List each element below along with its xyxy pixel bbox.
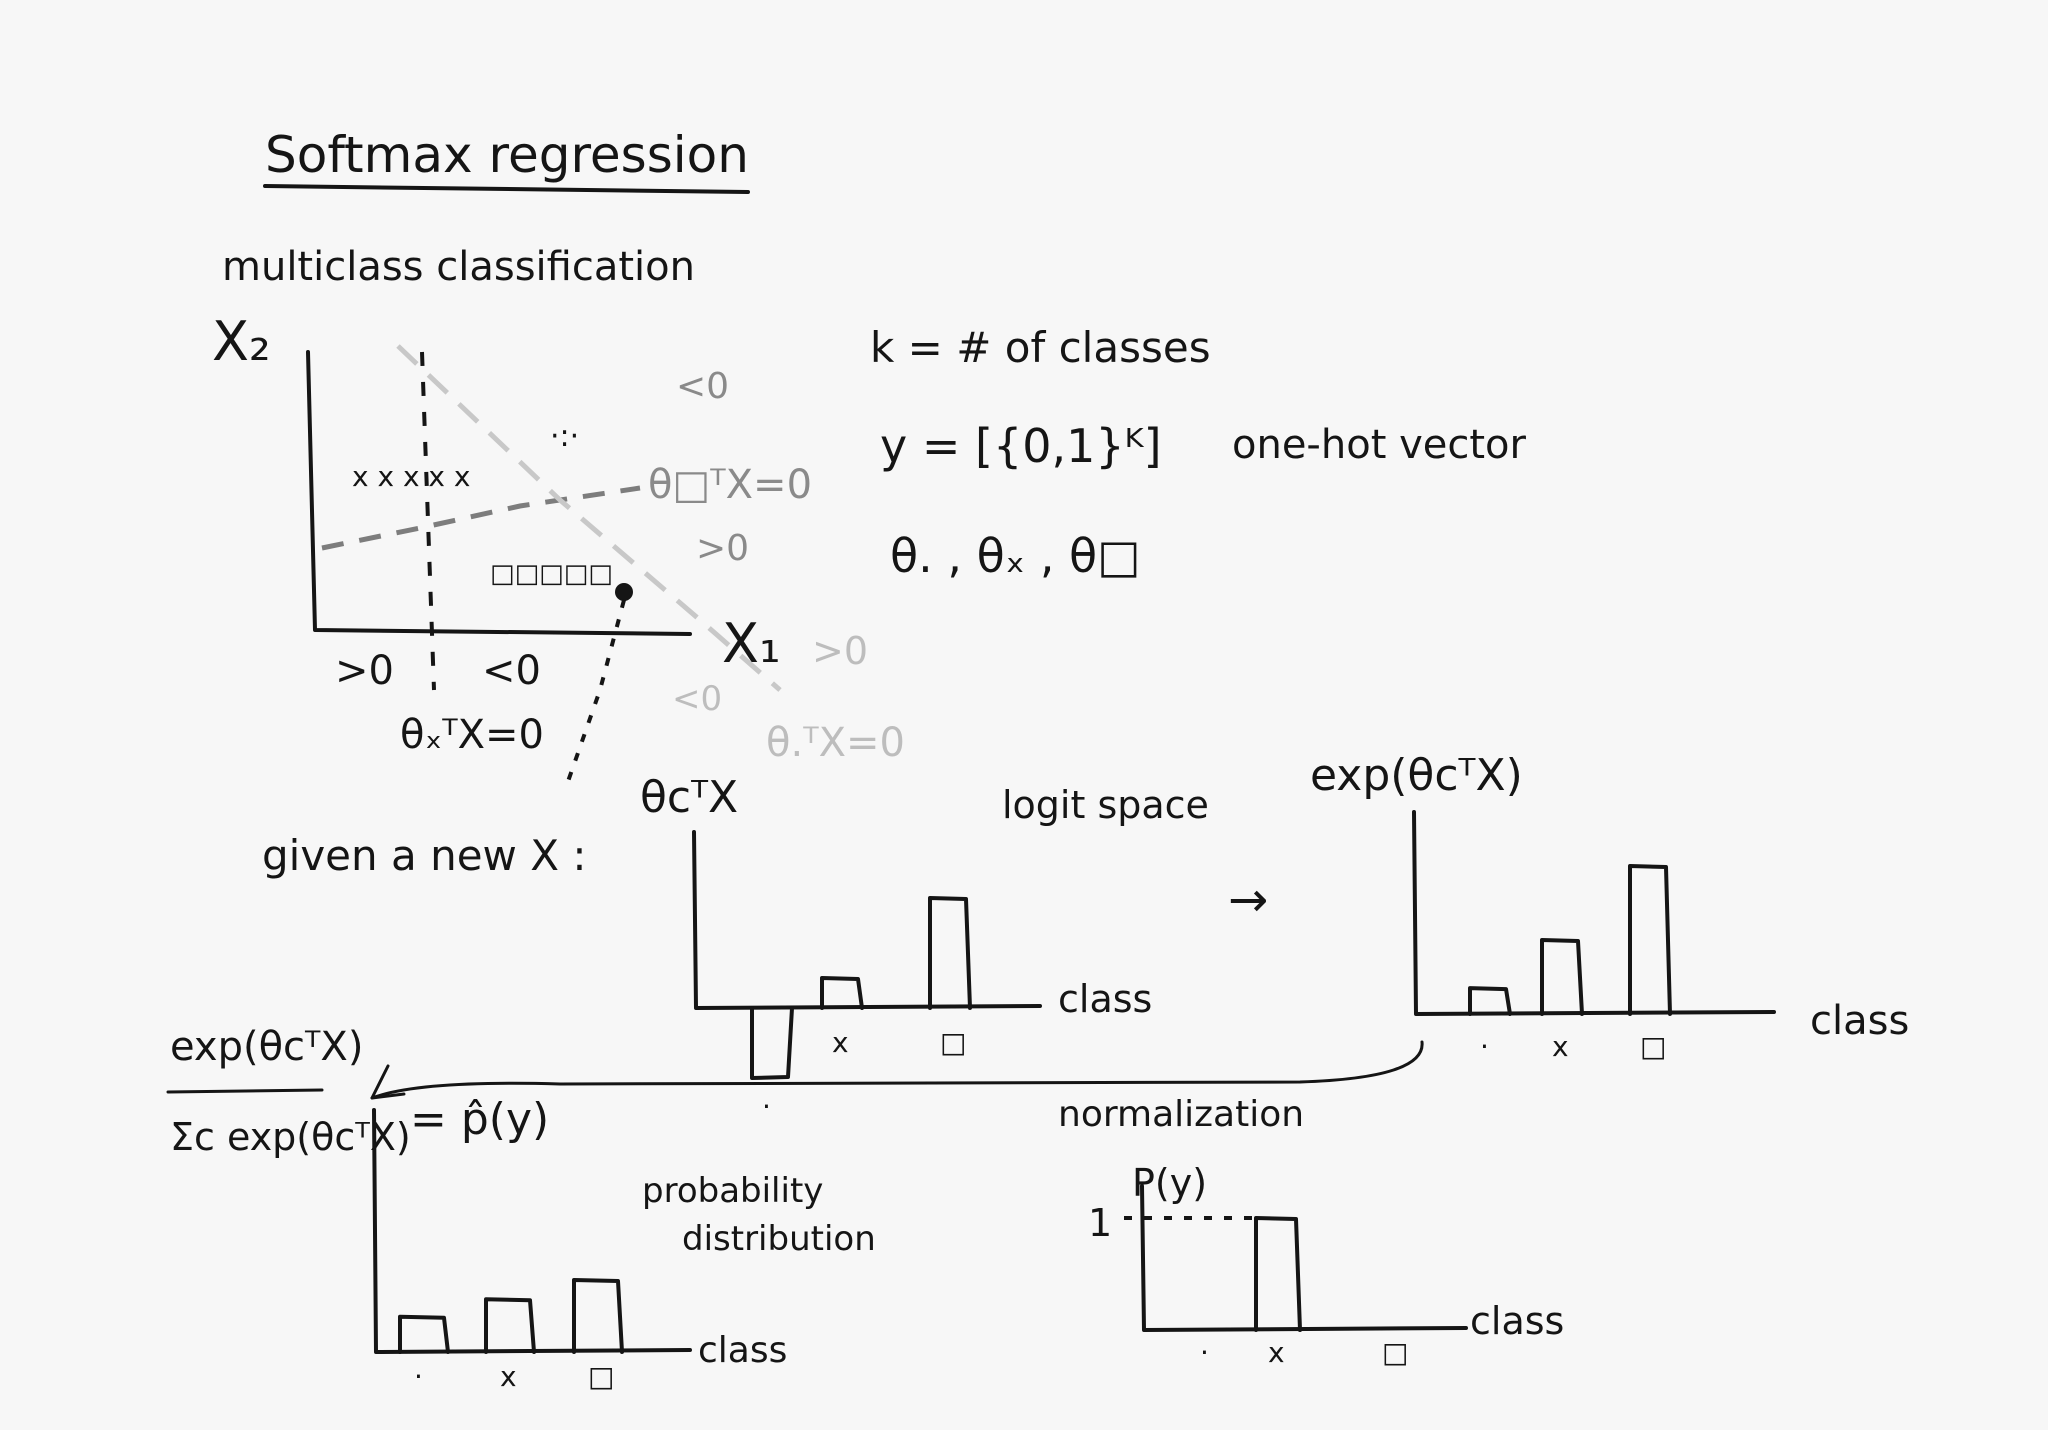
onehot-chart-plot: · x □ [1140,1184,1468,1369]
theta-list: θ. , θₓ , θ□ [890,529,1141,583]
prob-axes [372,1108,692,1354]
theta-x-boundary-line [420,351,436,691]
prob-tick-1: x [500,1360,517,1393]
onehot-bar-1 [1254,1216,1302,1332]
onehot-axes [1140,1184,1468,1332]
theta-sq-lt0-label: <0 [676,366,729,407]
exp-chart-plot: · x □ [1412,810,1776,1063]
onehot-tick-0: · [1200,1336,1209,1369]
theta-sq-gt0-label: >0 [696,528,749,569]
onehot-chart-xlabel: class [1470,1299,1564,1343]
class-dot-points: ·:· [550,419,579,454]
x2-axis-label: X₂ [212,310,271,373]
prob-bar-1 [484,1297,536,1354]
onehot-chart-ylabel: P(y) [1132,1161,1207,1205]
exp-chart-ylabel: exp(θcᵀX) [1310,750,1523,801]
theta-dot-boundary-label: θ.ᵀX=0 [766,720,905,766]
class-square-points: □□□□□ [490,559,613,589]
logit-axes [692,830,1042,1010]
logit-bar-1 [820,976,864,1010]
title: Softmax regression [265,126,749,184]
softmax-numerator: exp(θcᵀX) [170,1024,363,1070]
prob-chart-plot: · x □ [372,1108,692,1393]
onehot-one-label: 1 [1088,1201,1112,1245]
prob-tick-0: · [414,1360,423,1393]
theta-x-lt0-label: <0 [482,648,541,694]
prob-caption-line1: probability [642,1171,823,1211]
p-hat-equals: = p̂(y) [410,1094,549,1145]
exp-bar-0 [1468,986,1512,1016]
title-underline [263,184,750,194]
logit-chart-caption: logit space [1002,783,1209,827]
onehot-tick-2: □ [1382,1336,1408,1369]
onehot-tick-1: x [1268,1336,1285,1369]
probability-chart: exp(θcᵀX) Σc exp(θcᵀX) = p̂(y) probabili… [166,1024,876,1393]
exp-bar-2 [1628,864,1672,1016]
exp-axes [1412,810,1776,1016]
exp-chart: exp(θcᵀX) class · x □ [1310,750,1909,1063]
theta-dot-boundary-line [396,344,782,692]
logit-bar-0 [750,1006,794,1080]
prob-bar-2 [572,1278,624,1354]
new-sample-point [615,583,633,601]
exp-tick-2: □ [1640,1030,1666,1063]
normalization-arrowhead [370,1064,406,1100]
logit-chart-xlabel: class [1058,977,1152,1021]
theta-x-gt0-label: >0 [335,648,394,694]
plot-axes [306,350,692,636]
theta-dot-gt0-label: >0 [812,629,868,673]
subtitle: multiclass classification [222,244,695,290]
normalization-label: normalization [1058,1094,1304,1135]
exp-tick-1: x [1552,1030,1569,1063]
prob-caption-line2: distribution [682,1219,876,1259]
decision-boundary-plot: X₂ X₁ x x x x x ·:· □□□□□ >0 <0 θₓᵀX=0 <… [212,310,905,791]
transform-arrow: → [1228,872,1268,928]
prob-tick-2: □ [588,1360,614,1393]
exp-tick-0: · [1480,1030,1489,1063]
exp-chart-xlabel: class [1810,998,1909,1044]
logit-bar-2 [928,896,972,1010]
prob-bar-0 [398,1314,450,1354]
new-sample-dotted-link [563,599,626,791]
logit-chart: θcᵀX logit space class · x □ [640,772,1209,1123]
softmax-fraction-bar [166,1088,324,1094]
theta-sq-boundary-label: θ□ᵀX=0 [648,462,812,508]
logit-tick-2: □ [940,1026,966,1059]
onehot-chart: P(y) 1 class · x □ [1088,1161,1564,1369]
logit-tick-1: x [832,1026,849,1059]
logit-chart-ylabel: θcᵀX [640,772,738,823]
theta-dot-lt0-label: <0 [672,679,722,719]
exp-bar-1 [1540,938,1584,1016]
theta-sq-boundary-line [321,485,641,551]
logit-chart-plot: · x □ [692,830,1042,1123]
given-new-x: given a new X : [262,831,587,880]
softmax-denominator: Σc exp(θcᵀX) [170,1115,411,1159]
logit-tick-0: · [762,1090,771,1123]
theta-x-boundary-label: θₓᵀX=0 [400,712,544,758]
y-definition: y = [{0,1}ᴷ] [880,419,1162,473]
class-x-points: x x x x x [352,460,470,493]
y-description: one-hot vector [1232,422,1527,468]
prob-chart-xlabel: class [698,1330,787,1371]
k-definition: k = # of classes [870,323,1211,372]
normalization-curve [370,1040,1424,1100]
